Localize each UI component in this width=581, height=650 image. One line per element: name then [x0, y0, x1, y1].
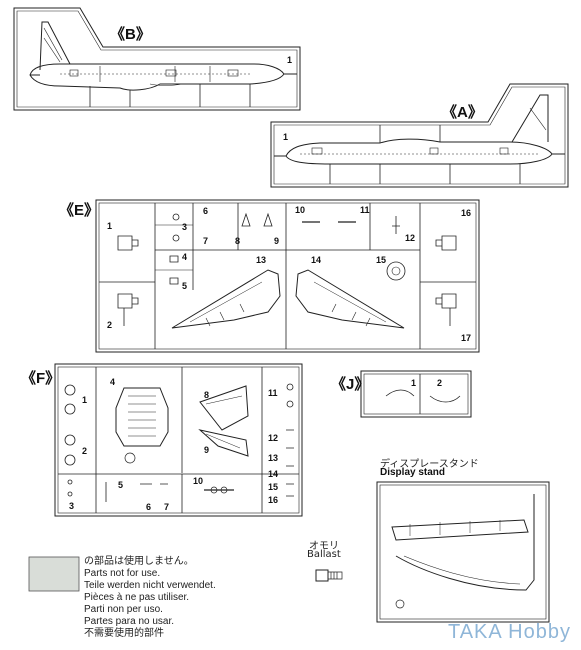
legend-line: Parts not for use.: [84, 568, 161, 579]
sprue-e-engine-1: [117, 235, 139, 251]
legend-line: 不需要使用的部件: [84, 628, 164, 639]
sprue-e-engine-16: [435, 235, 457, 251]
sprue-e-engine-2: [117, 293, 139, 326]
sprue-b-fuselage-part: [29, 21, 297, 107]
part-number: 3: [69, 501, 75, 511]
part-number: 16: [461, 208, 472, 218]
sprue-f-part-9: [198, 429, 249, 457]
part-number: 5: [182, 281, 188, 291]
part-number: 14: [268, 469, 279, 479]
part-number: 5: [118, 480, 124, 490]
sprue-j-label: 《J》: [331, 376, 370, 393]
ballast-screw-icon: [315, 569, 343, 582]
legend-line: Partes para no usar.: [84, 616, 175, 627]
sprue-j-frame: [360, 370, 472, 418]
sprue-f-label: 《F》: [21, 370, 61, 387]
part-number: 1: [82, 395, 88, 405]
sprue-e-wing-13: [171, 269, 281, 329]
part-number: 12: [405, 233, 416, 243]
part-number: 15: [376, 255, 387, 265]
part-number: 4: [110, 377, 116, 387]
part-number: 13: [256, 255, 267, 265]
part-number: 11: [360, 205, 370, 215]
part-number: 6: [146, 502, 152, 512]
part-number: 16: [268, 495, 279, 505]
sprue-f-frame: [54, 363, 303, 517]
part-number: 15: [268, 482, 279, 492]
sprue-e-wing-14: [295, 269, 405, 329]
sprue-f-part-8: [199, 385, 249, 431]
sprue-b-frame: [13, 7, 301, 111]
not-for-use-swatch: [28, 556, 80, 592]
display-stand-label-jp: ディスプレースタンド: [380, 459, 479, 470]
part-number: 2: [437, 378, 443, 388]
part-number: 11: [268, 388, 278, 398]
part-number: 6: [203, 206, 209, 216]
part-number: 3: [182, 222, 188, 232]
part-number: 9: [204, 445, 210, 455]
part-number: 1: [411, 378, 417, 388]
part-number: 10: [193, 476, 204, 486]
part-number: 2: [107, 320, 113, 330]
part-number: 17: [461, 333, 472, 343]
legend-line: Parti non per uso.: [84, 604, 163, 615]
sprue-e-engine-17: [435, 293, 457, 326]
display-stand-label-en: Display stand: [380, 467, 446, 478]
sprue-f-body-4: [115, 387, 169, 464]
part-number: 1: [287, 55, 293, 65]
part-number: 2: [82, 446, 88, 456]
part-number: 7: [164, 502, 170, 512]
part-number: 1: [283, 132, 289, 142]
part-number: 9: [274, 236, 280, 246]
sprue-a-label: 《A》: [442, 104, 483, 121]
part-number: 8: [235, 236, 241, 246]
sprue-e-label: 《E》: [59, 202, 100, 219]
watermark: TAKA Hobby: [447, 621, 571, 643]
legend-line: Pièces à ne pas utiliser.: [84, 592, 190, 603]
display-stand-parts: [391, 494, 535, 609]
part-number: 10: [295, 205, 306, 215]
sprue-b-label: 《B》: [110, 26, 151, 43]
part-number: 4: [182, 252, 188, 262]
part-number: 13: [268, 453, 279, 463]
part-number: 1: [107, 221, 113, 231]
sprue-e-frame: [95, 199, 480, 353]
legend-line: の部品は使用しません。: [84, 556, 194, 567]
part-number: 8: [204, 390, 210, 400]
sprue-a-fuselage-part: [274, 94, 565, 184]
ballast-label-en: Ballast: [307, 549, 341, 560]
sprue-a-frame: [270, 83, 569, 188]
part-number: 12: [268, 433, 279, 443]
part-number: 14: [311, 255, 322, 265]
sprue-f-wheels: [64, 383, 294, 497]
display-stand-frame: [376, 481, 550, 623]
ballast-label-jp: オモリ: [309, 541, 339, 552]
part-number: 7: [203, 236, 209, 246]
legend-line: Teile werden nicht verwendet.: [84, 580, 216, 591]
